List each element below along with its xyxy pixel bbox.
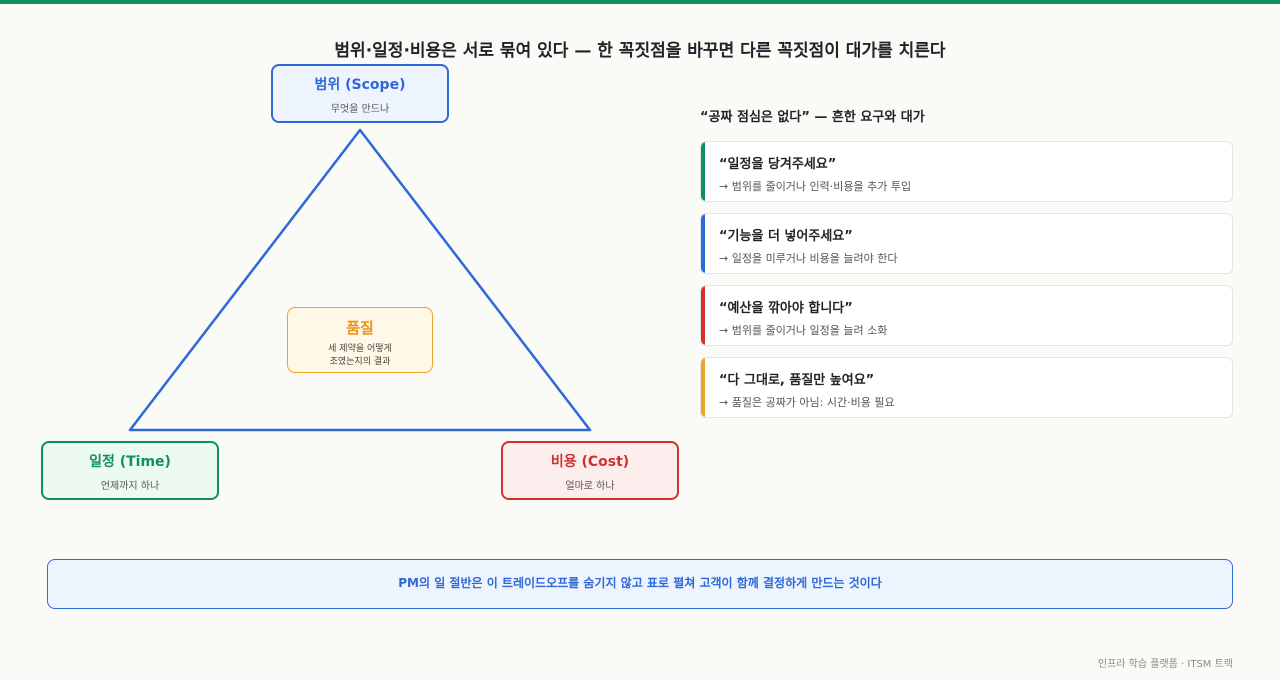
- card-accent: [701, 358, 705, 417]
- card-desc: → 범위를 줄이거나 일정을 늘려 소화: [719, 324, 888, 337]
- time-sub: 언제까지 하나: [100, 481, 160, 492]
- quality-sub: 세 제약을 어떻게 조였는지의 결과: [288, 343, 432, 369]
- quality-label: 품질: [346, 319, 374, 337]
- card-title: “다 그대로, 품질만 높여요”: [719, 373, 875, 388]
- request-card: “다 그대로, 품질만 높여요” → 품질은 공짜가 아님: 시간·비용 필요: [700, 357, 1233, 418]
- quality-node: 품질 세 제약을 어떻게 조였는지의 결과: [287, 307, 433, 373]
- top-accent-bar: [0, 0, 1280, 4]
- constraint-triangle: [128, 128, 592, 432]
- summary-banner: PM의 일 절반은 이 트레이드오프를 숨기지 않고 표로 펼쳐 고객이 함께 …: [47, 559, 1233, 609]
- request-card: “기능을 더 넣어주세요” → 일정을 미루거나 비용을 늘려야 한다: [700, 213, 1233, 274]
- quality-sub-line2: 조였는지의 결과: [329, 357, 391, 367]
- cost-node: 비용 (Cost) 얼마로 하나: [501, 441, 679, 500]
- scope-label: 범위 (Scope): [314, 77, 406, 93]
- card-title: “예산을 깎아야 합니다”: [719, 301, 853, 316]
- time-node: 일정 (Time) 언제까지 하나: [41, 441, 219, 500]
- scope-sub: 무엇을 만드나: [330, 104, 390, 115]
- card-title: “일정을 당겨주세요”: [719, 157, 837, 172]
- card-accent: [701, 286, 705, 345]
- cost-sub: 얼마로 하나: [565, 481, 615, 492]
- request-card: “일정을 당겨주세요” → 범위를 줄이거나 인력·비용을 추가 투입: [700, 141, 1233, 202]
- page-title: 범위·일정·비용은 서로 묶여 있다 — 한 꼭짓점을 바꾸면 다른 꼭짓점이 …: [334, 41, 946, 61]
- request-card: “예산을 깎아야 합니다” → 범위를 줄이거나 일정을 늘려 소화: [700, 285, 1233, 346]
- card-accent: [701, 214, 705, 273]
- quality-sub-line1: 세 제약을 어떻게: [328, 344, 392, 354]
- card-desc: → 범위를 줄이거나 인력·비용을 추가 투입: [719, 180, 912, 193]
- cost-label: 비용 (Cost): [550, 454, 630, 470]
- scope-node: 범위 (Scope) 무엇을 만드나: [271, 64, 449, 123]
- time-label: 일정 (Time): [89, 454, 171, 470]
- card-accent: [701, 142, 705, 201]
- card-title: “기능을 더 넣어주세요”: [719, 229, 853, 244]
- side-heading: “공짜 점심은 없다” — 흔한 요구와 대가: [700, 110, 925, 125]
- footer-credit: 인프라 학습 플랫폼 · ITSM 트랙: [1097, 659, 1233, 670]
- card-desc: → 일정을 미루거나 비용을 늘려야 한다: [719, 252, 898, 265]
- card-desc: → 품질은 공짜가 아님: 시간·비용 필요: [719, 396, 895, 409]
- triangle-diagram: [128, 128, 592, 432]
